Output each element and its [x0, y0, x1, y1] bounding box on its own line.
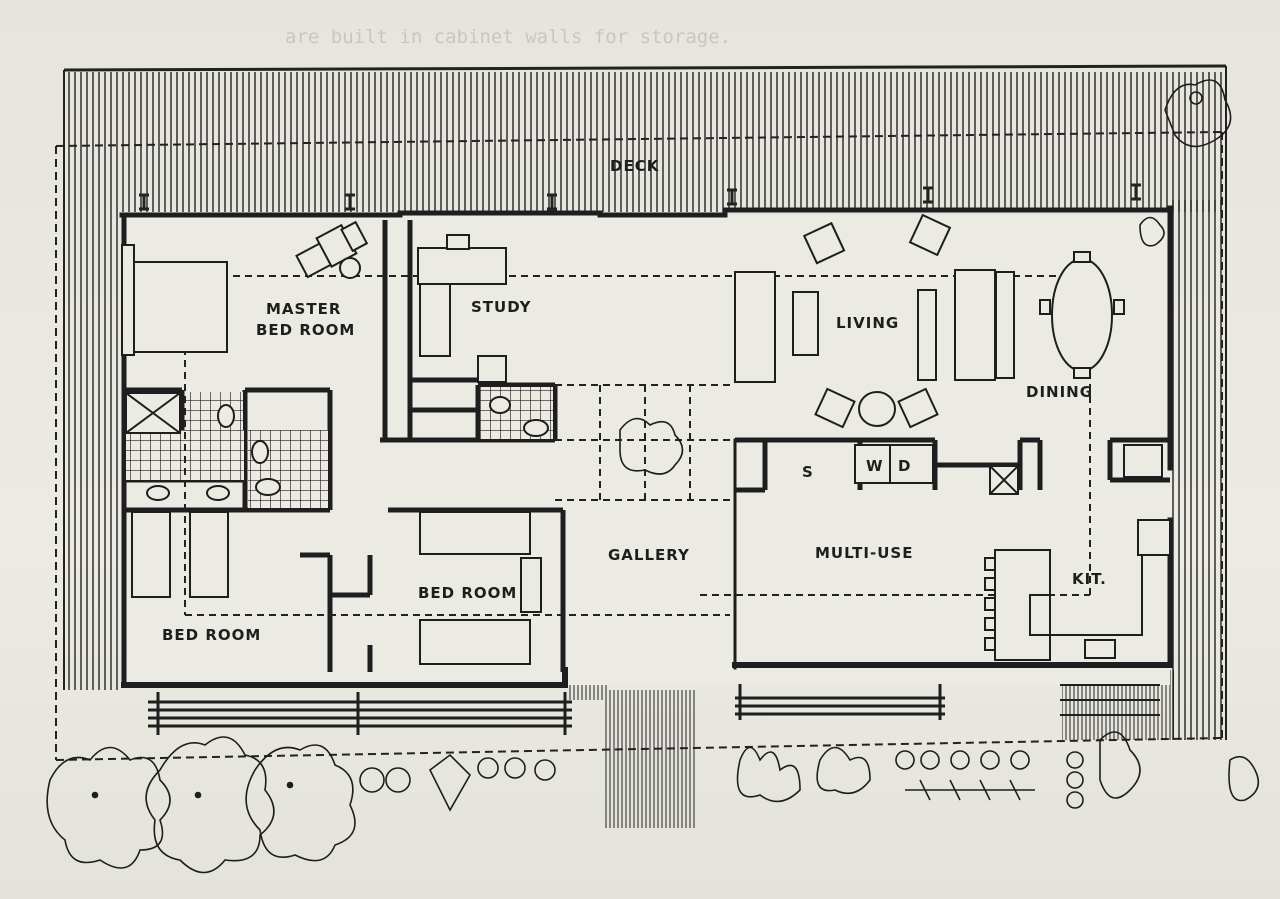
label-kitchen: KIT. [1072, 570, 1107, 588]
benches [148, 684, 945, 735]
structural-grid [184, 275, 1091, 616]
label-multi-use: MULTI-USE [815, 544, 914, 562]
landscape-plants [46, 79, 1260, 874]
deck-hatching [63, 64, 1227, 828]
label-washer: W [866, 457, 884, 475]
label-living: LIVING [836, 314, 900, 332]
entry-steps [1060, 684, 1160, 716]
label-master-bedroom-line2: BED ROOM [256, 321, 356, 339]
bleed-through-text: are built in cabinet walls for storage. [285, 26, 732, 48]
furniture [121, 213, 1171, 665]
roof-line-dashed [55, 131, 1223, 761]
label-dryer: D [898, 457, 912, 475]
label-gallery: GALLERY [608, 546, 690, 564]
label-bedroom-3: BED ROOM [162, 626, 262, 644]
deck-posts [139, 183, 1141, 211]
label-dining: DINING [1026, 383, 1094, 401]
label-master-bedroom-line1: MASTER [266, 300, 342, 318]
label-deck: DECK [610, 157, 660, 175]
label-storage: S [802, 463, 814, 481]
label-study: STUDY [471, 298, 532, 316]
label-bedroom-2: BED ROOM [418, 584, 518, 602]
